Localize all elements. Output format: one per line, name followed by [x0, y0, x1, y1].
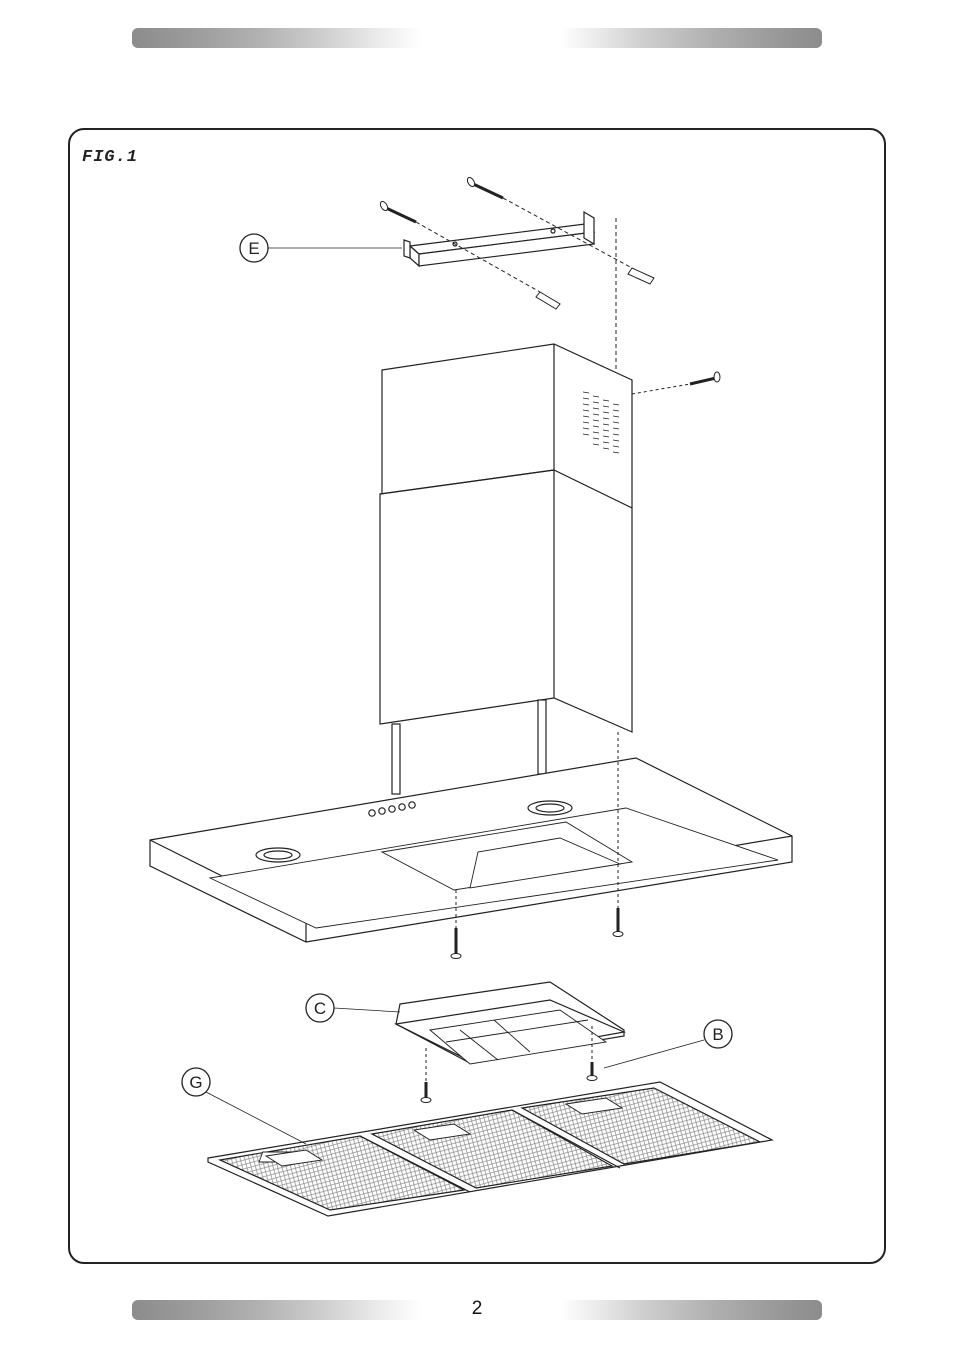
- wall-bracket: [404, 212, 594, 266]
- page-number: 2: [465, 1298, 489, 1320]
- label-b: B: [604, 1020, 732, 1068]
- label-e: E: [240, 234, 402, 262]
- label-c: C: [306, 994, 400, 1022]
- label-g: G: [182, 1068, 306, 1144]
- svg-text:B: B: [712, 1025, 723, 1044]
- carbon-filter: [396, 982, 624, 1064]
- grease-filters: [208, 1082, 772, 1216]
- svg-text:C: C: [314, 999, 326, 1018]
- svg-text:E: E: [248, 239, 259, 258]
- hood-body: [150, 758, 792, 942]
- svg-text:G: G: [189, 1073, 202, 1092]
- chimney: [380, 344, 632, 794]
